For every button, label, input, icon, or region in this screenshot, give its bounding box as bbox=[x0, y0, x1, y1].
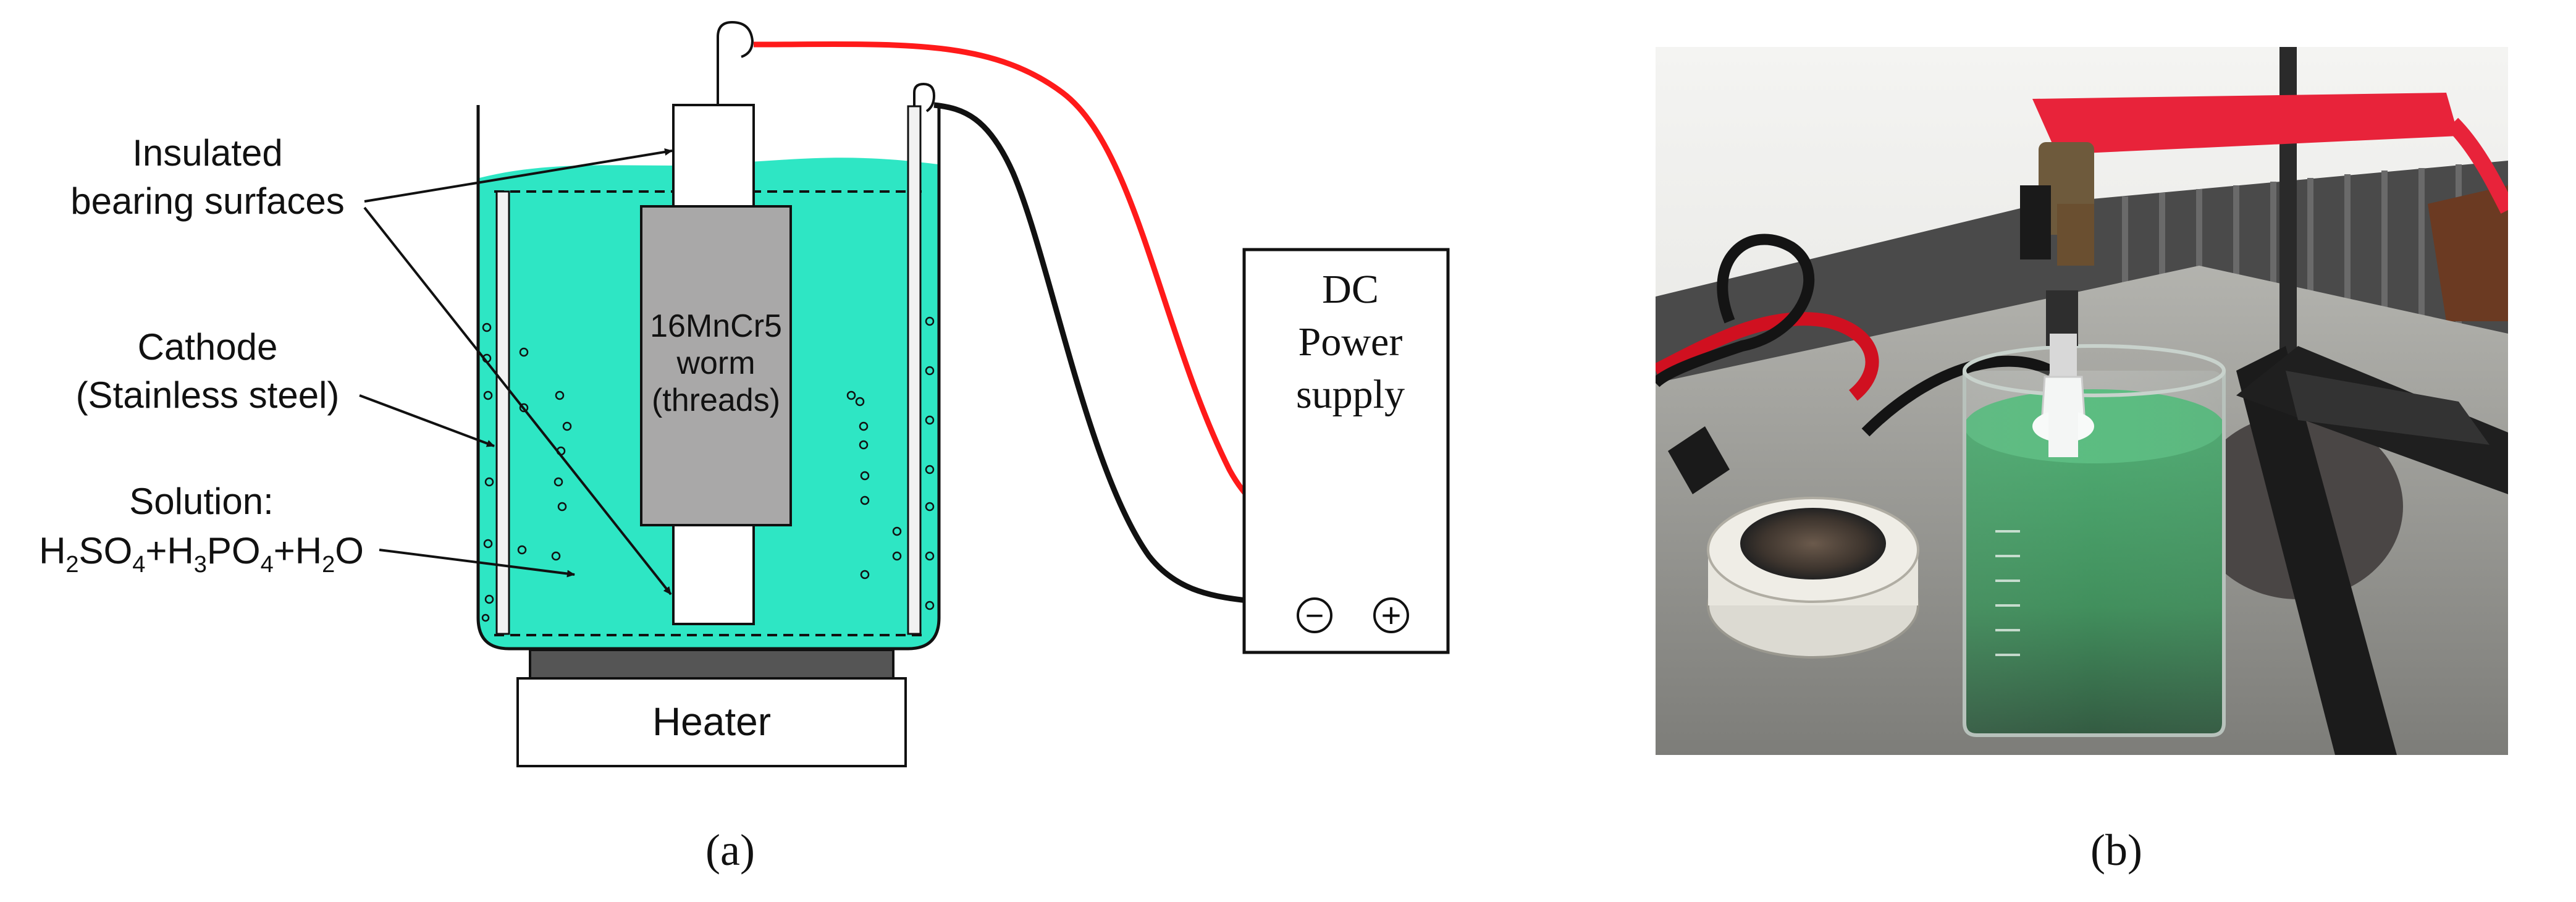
photo-black-cable bbox=[1656, 234, 1815, 387]
photo-red-clamp bbox=[2020, 93, 2508, 266]
dc-power-supply bbox=[1242, 248, 1450, 654]
cathode-label-2: (Stainless steel) bbox=[76, 374, 340, 416]
caption-b: (b) bbox=[2090, 825, 2142, 875]
cathode-hook bbox=[913, 82, 936, 112]
insulated-top bbox=[672, 104, 755, 208]
arrow-solution bbox=[379, 549, 575, 578]
anode-hook bbox=[717, 20, 754, 105]
beaker-outline bbox=[476, 105, 941, 651]
arrow-insulated-top bbox=[364, 148, 673, 203]
negative-terminal bbox=[1297, 597, 1332, 633]
positive-terminal-sign: + bbox=[1381, 596, 1402, 634]
arrow-insulated-bottom bbox=[363, 206, 672, 596]
worm-label-3: (threads) bbox=[652, 382, 780, 418]
photo-specimen bbox=[2032, 290, 2094, 457]
photo-black-clamp bbox=[2236, 346, 2508, 755]
power-supply-label-3: supply bbox=[1296, 372, 1405, 417]
heater-label: Heater bbox=[652, 699, 771, 744]
panel-b-photo: (b) bbox=[1656, 47, 2508, 875]
cathode-plate-left bbox=[495, 190, 510, 635]
photo-red-cable bbox=[1656, 312, 1879, 401]
photo-beaker bbox=[1963, 344, 2226, 737]
insulated-label-1: Insulated bbox=[132, 132, 283, 174]
worm-label-1: 16MnCr5 bbox=[650, 308, 782, 344]
heater-plate bbox=[529, 649, 894, 680]
worm-body bbox=[640, 205, 792, 526]
negative-wire bbox=[933, 102, 1305, 615]
cathode-plate-right bbox=[907, 105, 922, 635]
cathode-label-1: Cathode bbox=[138, 326, 278, 368]
arrow-cathode bbox=[359, 394, 495, 447]
negative-terminal-sign: − bbox=[1305, 598, 1324, 634]
solution-formula: H2SO4+H3PO4+H2O bbox=[39, 530, 364, 578]
power-supply-label-1: DC bbox=[1322, 267, 1379, 312]
gas-bubbles bbox=[481, 316, 935, 622]
insulated-label-2: bearing surfaces bbox=[70, 180, 345, 222]
worm-label-2: worm bbox=[676, 345, 755, 381]
photo-shelf bbox=[2428, 185, 2508, 321]
positive-terminal bbox=[1373, 597, 1409, 633]
power-supply-label-2: Power bbox=[1299, 319, 1403, 365]
solution-label-1: Solution: bbox=[129, 481, 274, 522]
photo-hotplate bbox=[1668, 426, 1919, 659]
heater-box bbox=[516, 677, 907, 767]
panel-a-schematic: Heater 16MnCr5 worm (threads) bbox=[39, 20, 1450, 875]
caption-a: (a) bbox=[705, 825, 755, 875]
insulated-bottom bbox=[672, 524, 755, 625]
